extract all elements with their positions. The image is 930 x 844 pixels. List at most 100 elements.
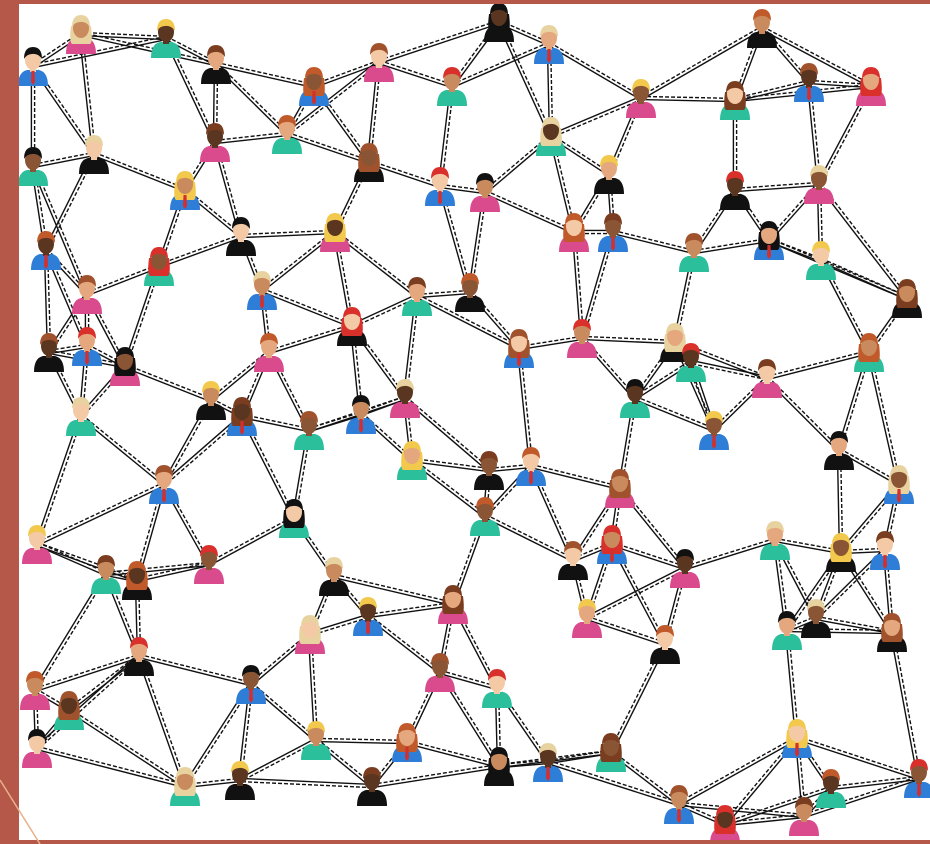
network-link — [735, 182, 819, 188]
network-link — [678, 737, 796, 803]
network-link — [770, 239, 908, 297]
person-avatar-icon — [534, 25, 564, 64]
person-avatar-icon — [438, 585, 468, 624]
network-link — [484, 517, 572, 561]
network-link — [208, 517, 293, 563]
person-avatar-icon — [664, 785, 694, 824]
person-avatar-icon — [597, 525, 627, 564]
network-link — [378, 20, 498, 60]
person-avatar-icon — [794, 63, 824, 102]
network-links — [31, 20, 920, 825]
person-avatar-icon — [20, 671, 50, 710]
person-avatar-icon — [66, 15, 96, 54]
network-link — [641, 96, 735, 98]
person-avatar-icon — [122, 561, 152, 600]
person-avatar-icon — [247, 271, 277, 310]
person-avatar-icon — [390, 379, 420, 418]
person-avatar-icon — [272, 115, 302, 154]
person-avatar-icon — [536, 117, 566, 156]
person-avatar-icon — [710, 805, 740, 840]
frame-left-border — [0, 0, 19, 844]
network-link — [81, 32, 216, 62]
person-avatar-icon — [516, 447, 546, 486]
person-avatar-icon — [425, 653, 455, 692]
network-link — [735, 186, 819, 192]
network-link — [316, 742, 407, 744]
person-avatar-icon — [567, 319, 597, 358]
person-avatar-icon — [236, 665, 266, 704]
person-avatar-icon — [752, 359, 782, 398]
person-avatar-icon — [201, 45, 231, 84]
person-avatar-icon — [455, 273, 485, 312]
network-link — [867, 352, 897, 484]
network-link — [894, 632, 921, 778]
person-avatar-icon — [605, 469, 635, 508]
network-link — [797, 736, 919, 776]
network-link — [767, 350, 869, 376]
network-link — [724, 786, 830, 822]
person-avatar-icon — [301, 721, 331, 760]
person-avatar-icon — [747, 9, 777, 48]
network-link — [139, 654, 251, 682]
network-link — [763, 27, 872, 85]
person-avatar-icon — [699, 411, 729, 450]
network-link — [316, 738, 407, 740]
person-avatar-icon — [279, 499, 309, 538]
person-avatar-icon — [782, 719, 812, 758]
person-avatar-icon — [596, 733, 626, 772]
person-avatar-icon — [299, 67, 329, 106]
network-link — [372, 768, 499, 788]
person-avatar-icon — [594, 155, 624, 194]
network-link — [240, 782, 372, 788]
network-link — [38, 485, 165, 545]
person-avatar-icon — [650, 625, 680, 664]
person-avatar-icon — [504, 329, 534, 368]
person-avatar-icon — [19, 147, 48, 186]
person-avatar-icon — [72, 327, 102, 366]
network-link — [261, 231, 334, 289]
person-avatar-icon — [54, 691, 84, 730]
person-avatar-icon — [670, 549, 700, 588]
person-avatar-icon — [110, 347, 140, 386]
network-link — [38, 542, 138, 578]
network-link — [334, 578, 453, 606]
network-link — [35, 654, 139, 688]
person-avatar-icon — [337, 307, 367, 346]
network-link — [139, 658, 251, 686]
person-avatar-icon — [294, 411, 324, 450]
network-link — [35, 658, 139, 692]
network-link — [68, 655, 138, 709]
network-link — [890, 632, 917, 778]
network-link — [680, 739, 798, 805]
network-link — [550, 43, 642, 97]
person-avatar-icon — [904, 759, 930, 798]
person-avatar-icon — [225, 761, 255, 800]
person-avatar-icon — [392, 723, 422, 762]
person-avatar-icon — [484, 4, 514, 42]
person-avatar-icon — [254, 333, 284, 372]
network-link — [642, 29, 763, 99]
frame-decoration — [0, 760, 60, 844]
person-avatar-icon — [124, 637, 154, 676]
network-link — [240, 778, 372, 784]
person-avatar-icon — [354, 143, 384, 182]
person-avatar-icon — [856, 67, 886, 106]
network-link — [453, 45, 550, 87]
network-link — [797, 740, 919, 780]
network-link — [372, 764, 499, 784]
person-avatar-icon — [364, 43, 394, 82]
person-avatar-icon — [22, 525, 52, 564]
person-avatar-icon — [227, 397, 257, 436]
person-avatar-icon — [804, 165, 834, 204]
network-link — [286, 61, 378, 133]
person-avatar-icon — [196, 381, 226, 420]
person-avatar-icon — [425, 167, 455, 206]
network-link — [767, 354, 869, 380]
person-avatar-icon — [720, 81, 750, 120]
person-avatar-icon — [482, 669, 512, 708]
person-avatar-icon — [892, 279, 922, 318]
network-link — [369, 615, 441, 671]
person-avatar-icon — [437, 67, 467, 106]
network-svg — [19, 4, 930, 840]
person-avatar-icon — [760, 521, 790, 560]
